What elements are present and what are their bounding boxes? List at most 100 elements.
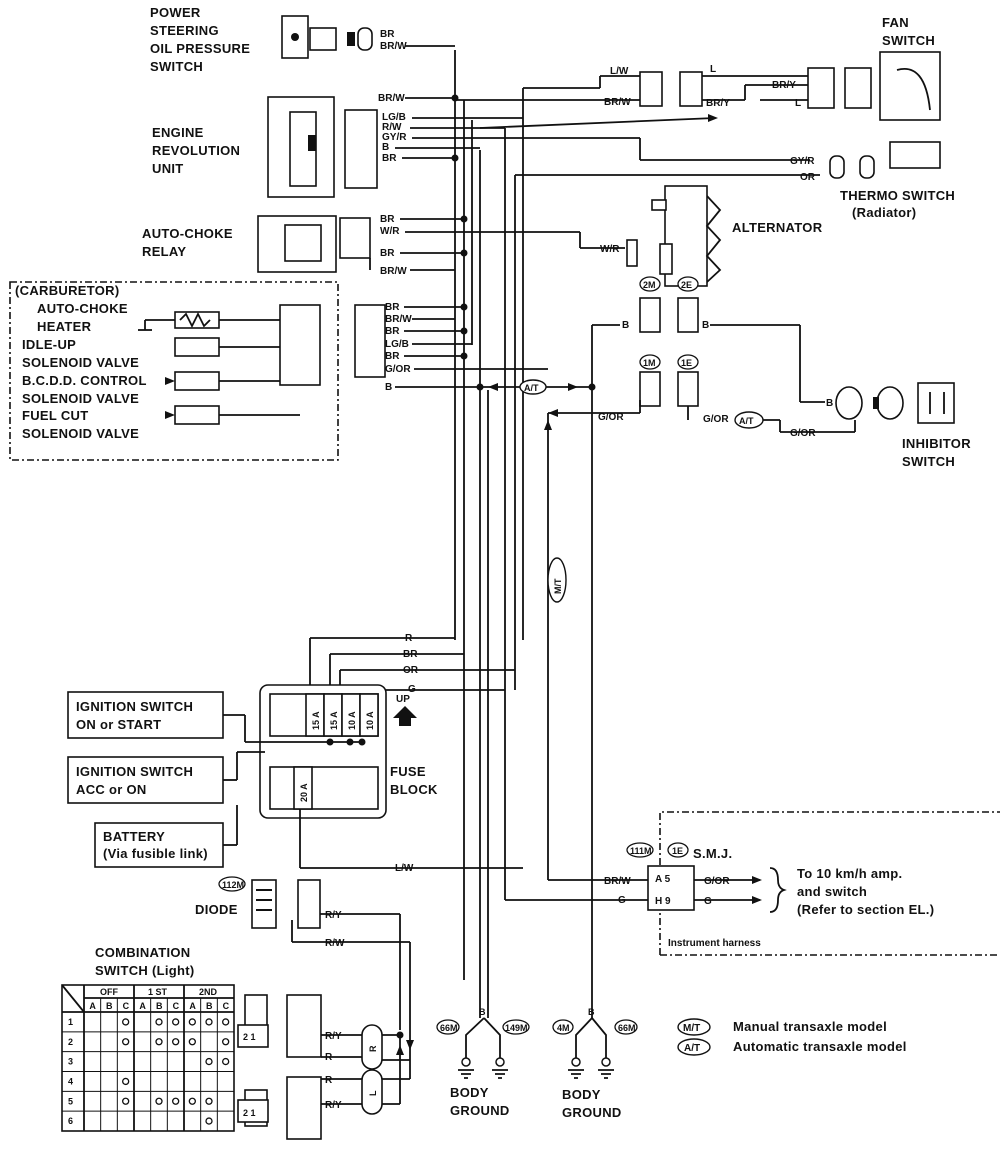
ps-label-4: SWITCH: [150, 59, 203, 74]
svg-text:BR: BR: [385, 351, 400, 362]
switch-continuity-mark: [188, 1097, 196, 1105]
svg-text:L/W: L/W: [610, 66, 629, 77]
c2e-block: [677, 297, 699, 333]
svg-text:Manual transaxle model: Manual transaxle model: [733, 1019, 887, 1034]
switch-col-header: B: [156, 1001, 163, 1011]
svg-text:R/W: R/W: [325, 938, 345, 949]
svg-text:W/R: W/R: [380, 226, 400, 237]
svg-text:B.C.D.D. CONTROL: B.C.D.D. CONTROL: [22, 373, 147, 388]
svg-text:GROUND: GROUND: [450, 1103, 510, 1118]
switch-row-header: 1: [68, 1017, 73, 1027]
svg-text:R/Y: R/Y: [325, 1100, 342, 1111]
switch-continuity-mark: [205, 1057, 213, 1066]
switch-continuity-mark: [155, 1018, 163, 1026]
svg-text:15 A: 15 A: [311, 711, 321, 730]
svg-text:and switch: and switch: [797, 884, 867, 899]
c1m-block: [639, 371, 661, 407]
svg-text:1 ST: 1 ST: [148, 987, 168, 997]
inhibitor-section: 2M 2E B B B 1M 1E G/OR G/OR A/T G/OR I: [548, 276, 971, 469]
switch-continuity-mark: [122, 1077, 130, 1086]
switch-continuity-mark: [172, 1038, 180, 1046]
switch-continuity-mark: [122, 1018, 130, 1026]
fan-connector-b: [679, 71, 703, 107]
svg-text:SOLENOID VALVE: SOLENOID VALVE: [22, 355, 139, 370]
svg-text:S.M.J.: S.M.J.: [693, 846, 732, 861]
svg-text:G/OR: G/OR: [790, 428, 816, 439]
svg-text:BR/W: BR/W: [385, 314, 412, 325]
switch-row-header: 6: [68, 1116, 73, 1126]
smj-connector: [647, 865, 695, 911]
switch-col-header: C: [173, 1001, 180, 1011]
svg-text:BR/W: BR/W: [604, 97, 631, 108]
svg-text:GY/R: GY/R: [790, 156, 815, 167]
carb-harness-connector: [354, 304, 386, 378]
switch-row-header: 5: [68, 1096, 73, 1106]
svg-text:SWITCH (Light): SWITCH (Light): [95, 963, 195, 978]
svg-text:GROUND: GROUND: [562, 1105, 622, 1120]
svg-text:B: B: [622, 320, 629, 331]
svg-text:149M: 149M: [505, 1023, 528, 1033]
svg-text:Automatic transaxle model: Automatic transaxle model: [733, 1039, 907, 1054]
at-marker-b-line: A/T: [488, 379, 578, 395]
svg-text:2ND: 2ND: [199, 987, 218, 997]
combination-switch: COMBINATION SWITCH (Light) OFF 1 ST 2ND …: [61, 945, 235, 1132]
svg-text:BATTERY: BATTERY: [103, 829, 165, 844]
svg-text:OR: OR: [800, 172, 816, 183]
switch-row-header: 3: [68, 1057, 73, 1067]
svg-text:GY/R: GY/R: [382, 132, 407, 143]
fan-connector-a: [807, 67, 835, 109]
svg-text:B: B: [588, 1007, 595, 1017]
svg-text:G/OR: G/OR: [385, 364, 411, 375]
mt-marker: M/T: [544, 420, 567, 603]
svg-text:G/OR: G/OR: [598, 412, 624, 423]
svg-text:1E: 1E: [681, 358, 692, 368]
ign-acc-on-box: [67, 756, 224, 804]
diode-body: [251, 879, 277, 929]
svg-text:(Via fusible link): (Via fusible link): [103, 846, 208, 861]
svg-text:THERMO SWITCH: THERMO SWITCH: [840, 188, 955, 203]
fuse-row-bottom: [269, 766, 379, 810]
switch-continuity-mark: [205, 1097, 213, 1105]
fan-switch-plug: [844, 67, 872, 109]
svg-text:66M: 66M: [618, 1023, 636, 1033]
svg-text:R: R: [325, 1075, 333, 1086]
svg-text:ON or START: ON or START: [76, 717, 161, 732]
svg-text:LG/B: LG/B: [382, 112, 406, 123]
ps-label-1: POWER: [150, 5, 201, 20]
svg-text:AUTO-CHOKE: AUTO-CHOKE: [142, 226, 233, 241]
svg-text:ENGINE: ENGINE: [152, 125, 204, 140]
svg-text:AUTO-CHOKE: AUTO-CHOKE: [37, 301, 128, 316]
svg-text:ACC or ON: ACC or ON: [76, 782, 147, 797]
light-switch-connectors: 2 1 2 1 R/Y R R R R/Y L: [237, 994, 414, 1140]
svg-text:DIODE: DIODE: [195, 902, 238, 917]
relay-l: [361, 1069, 383, 1115]
fan-switch: FAN SWITCH L/W BR/W L BR/Y BR/Y L: [455, 15, 941, 121]
svg-text:A 5: A 5: [655, 874, 671, 885]
svg-text:A/T: A/T: [684, 1043, 700, 1054]
svg-text:1M: 1M: [643, 358, 656, 368]
svg-text:FUSE: FUSE: [390, 764, 426, 779]
svg-text:BR/Y: BR/Y: [706, 98, 730, 109]
svg-text:2E: 2E: [681, 280, 692, 290]
switch-col-header: B: [106, 1001, 113, 1011]
svg-text:B: B: [702, 320, 709, 331]
power-steering-switch: POWER STEERING OIL PRESSURE SWITCH BR BR…: [150, 5, 455, 74]
switch-continuity-mark: [155, 1097, 163, 1105]
svg-text:BR/W: BR/W: [378, 93, 405, 104]
engine-revolution-unit: ENGINE REVOLUTION UNIT BR/W LG/B R/W GY/…: [152, 93, 810, 198]
svg-text:M/T: M/T: [553, 578, 563, 594]
eru-connector: [344, 109, 378, 189]
svg-text:1E: 1E: [672, 846, 683, 856]
switch-continuity-mark: [188, 1038, 196, 1046]
smj-section: 111M 1E S.M.J. A 5 H 9 BR/W G G/OR G To …: [505, 811, 1000, 956]
svg-text:15 A: 15 A: [329, 711, 339, 730]
svg-text:BR/W: BR/W: [604, 876, 631, 887]
svg-text:66M: 66M: [440, 1023, 458, 1033]
svg-text:BR: BR: [380, 29, 395, 40]
svg-text:SWITCH: SWITCH: [902, 454, 955, 469]
legend: M/T Manual transaxle model A/T Automatic…: [677, 1018, 907, 1056]
svg-text:UP: UP: [396, 694, 410, 705]
svg-text:G/OR: G/OR: [704, 876, 730, 887]
